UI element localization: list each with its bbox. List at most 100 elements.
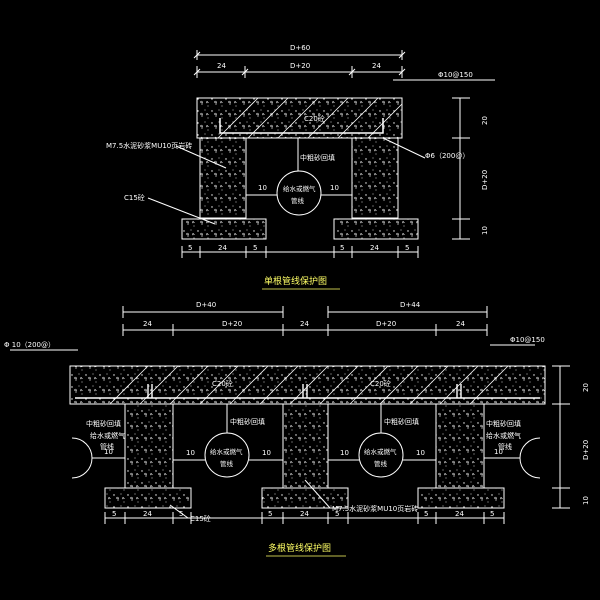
dim-d44-label: D+44 bbox=[400, 301, 421, 309]
base-dim-6: 5 bbox=[405, 244, 409, 252]
base-dims-2 bbox=[104, 512, 505, 524]
base-leader bbox=[147, 197, 216, 225]
dim-d40-label: D+40 bbox=[196, 301, 216, 309]
dim-second-row bbox=[122, 324, 488, 336]
side-pipe-left: 管线 bbox=[100, 442, 114, 451]
bar-note-2: Φ 10（200@） bbox=[4, 341, 55, 349]
slab-thickness: 20 bbox=[481, 116, 489, 125]
base-leader-2 bbox=[169, 504, 189, 519]
pipe-2-label-2: 管线 bbox=[374, 459, 388, 468]
single-pipe-title: 单根管线保护图 bbox=[264, 275, 327, 287]
offset-4: 10 bbox=[416, 449, 425, 457]
dim-row-1: 24 bbox=[143, 320, 152, 328]
dim-right-label: 24 bbox=[372, 62, 381, 70]
slab-thickness-2: 20 bbox=[582, 383, 590, 392]
vertical-dims-2 bbox=[552, 365, 570, 509]
pipe-1-label-2: 管线 bbox=[220, 459, 234, 468]
base-dim-1: 5 bbox=[188, 244, 192, 252]
pipe-label-2: 管线 bbox=[291, 196, 305, 205]
side-pipe-right: 管线 bbox=[498, 442, 512, 451]
base-label-2: C15砼 bbox=[190, 514, 211, 523]
bar-leader bbox=[382, 137, 426, 159]
base-dim2-9: 5 bbox=[490, 510, 494, 518]
dim-row-2: D+20 bbox=[222, 320, 242, 328]
dim-row-4: D+20 bbox=[376, 320, 396, 328]
side-fill-right-2: 给水或燃气 bbox=[486, 431, 521, 440]
side-fill-left-2: 给水或燃气 bbox=[90, 431, 125, 440]
pipe-side-left bbox=[71, 437, 93, 479]
base-dim2-3: 5 bbox=[179, 510, 183, 518]
dim-mid-label: D+20 bbox=[290, 62, 310, 70]
wall-height-2: D+20 bbox=[582, 440, 590, 460]
wall-height: D+20 bbox=[481, 170, 489, 190]
offset-6: 10 bbox=[494, 448, 503, 456]
base-dim2-2: 24 bbox=[143, 510, 152, 518]
base-dim2-5: 24 bbox=[300, 510, 309, 518]
offset-1: 10 bbox=[186, 449, 195, 457]
wall-2 bbox=[282, 403, 329, 489]
single-pipe-detail bbox=[147, 50, 495, 258]
rebar-note-2: Φ10@150 bbox=[510, 336, 545, 344]
fill-label-b: 中粗砂回填 bbox=[384, 417, 419, 426]
base-left bbox=[181, 218, 267, 240]
pipe-1-label-1: 给水或燃气 bbox=[210, 447, 243, 456]
multi-pipe-title: 多根管线保护图 bbox=[268, 542, 331, 554]
rebar-note: Φ10@150 bbox=[438, 71, 473, 79]
fill-label: 中粗砂回填 bbox=[300, 153, 335, 162]
base-2 bbox=[261, 487, 349, 509]
bar-note: Φ6（200@） bbox=[425, 152, 469, 160]
wall-3 bbox=[435, 403, 485, 489]
fill-label-a: 中粗砂回填 bbox=[230, 417, 265, 426]
slab-top bbox=[196, 97, 403, 139]
pipe-offset-left: 10 bbox=[258, 184, 267, 192]
base-dim2-1: 5 bbox=[112, 510, 116, 518]
side-fill-right-1: 中粗砂回填 bbox=[486, 419, 521, 428]
dim-total-label: D+60 bbox=[290, 44, 310, 52]
slab-rebar bbox=[219, 118, 384, 134]
offset-5: 10 bbox=[104, 448, 113, 456]
base-dim2-8: 24 bbox=[455, 510, 464, 518]
slab-stirrups bbox=[147, 384, 462, 398]
base-thickness-2: 10 bbox=[582, 496, 590, 505]
pipe-side-right bbox=[519, 437, 541, 479]
multi-pipe-detail bbox=[10, 306, 570, 524]
side-fill-left-1: 中粗砂回填 bbox=[86, 419, 121, 428]
dim-row-5: 24 bbox=[456, 320, 465, 328]
base-3 bbox=[417, 487, 505, 509]
wall-leader bbox=[175, 145, 227, 169]
base-dim-4: 5 bbox=[340, 244, 344, 252]
pipe-label-1: 给水或燃气 bbox=[283, 184, 316, 193]
pipe-2-label-1: 给水或燃气 bbox=[364, 447, 397, 456]
vertical-dims bbox=[452, 97, 470, 240]
wall-right bbox=[351, 137, 399, 219]
dim-left-label: 24 bbox=[217, 62, 226, 70]
base-dims bbox=[181, 246, 419, 258]
slab-label-2b: C20砼 bbox=[370, 379, 391, 388]
wall-1 bbox=[124, 403, 174, 489]
wall-left bbox=[199, 137, 247, 219]
dim-top-row bbox=[122, 306, 488, 318]
wall-leader-2 bbox=[304, 479, 331, 509]
base-dim-3: 5 bbox=[253, 244, 257, 252]
base-dim-5: 24 bbox=[370, 244, 379, 252]
base-dim2-6: 5 bbox=[335, 510, 339, 518]
wall-label-2: M7.5水泥砂浆MU10页岩砖 bbox=[332, 504, 418, 513]
slab-label-2a: C20砼 bbox=[212, 379, 233, 388]
base-1 bbox=[104, 487, 192, 509]
base-dim2-4: 5 bbox=[268, 510, 272, 518]
base-thickness: 10 bbox=[481, 226, 489, 235]
offset-3: 10 bbox=[340, 449, 349, 457]
dim-total bbox=[193, 50, 406, 60]
offset-2: 10 bbox=[262, 449, 271, 457]
slab-label: C20砼 bbox=[304, 114, 325, 123]
dim-sub-row bbox=[193, 66, 406, 78]
base-dim2-7: 5 bbox=[424, 510, 428, 518]
base-dim-2: 24 bbox=[218, 244, 227, 252]
base-label: C15砼 bbox=[124, 193, 145, 202]
pipe-offset-right: 10 bbox=[330, 184, 339, 192]
wall-label: M7.5水泥砂浆MU10页岩砖 bbox=[106, 141, 192, 150]
multi-pipe-text: D+40 D+44 24 D+20 24 D+20 24 Φ10@150 Φ 1… bbox=[4, 301, 590, 523]
slab-hatch bbox=[217, 97, 403, 139]
single-pipe-text: D+60 24 D+20 24 Φ10@150 C20砼 M7.5水泥砂浆MU1… bbox=[106, 44, 489, 252]
